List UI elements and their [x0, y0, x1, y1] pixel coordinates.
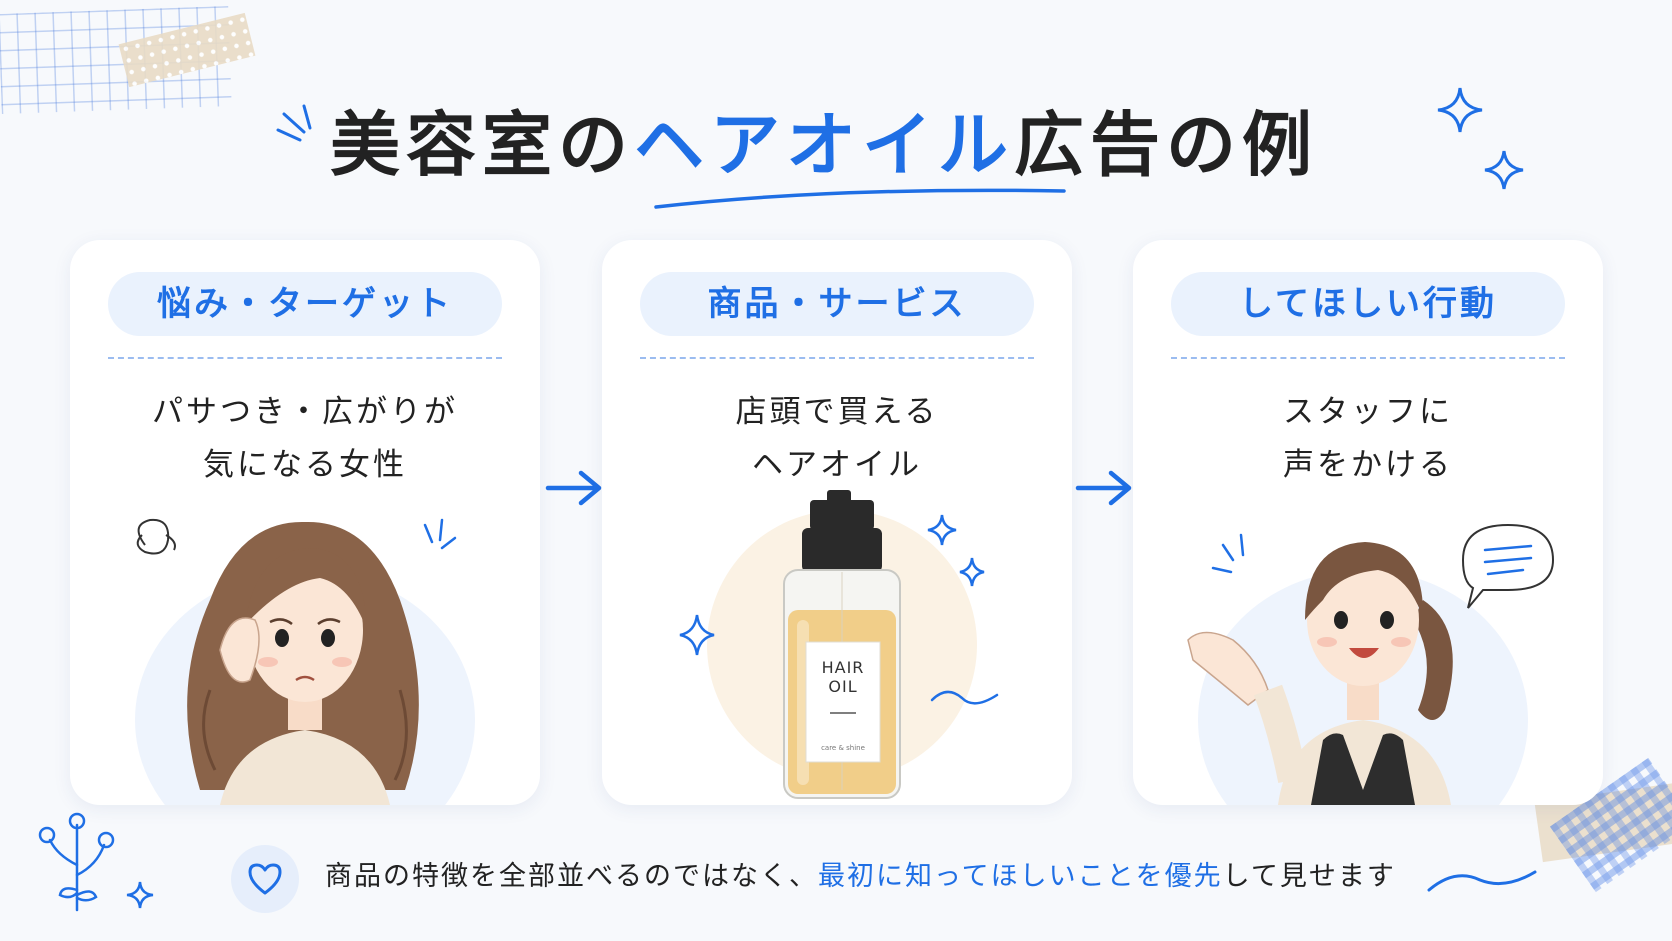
- salon-staff-illustration: [1187, 523, 1555, 805]
- bottom-message: 商品の特徴を全部並べるのではなく、最初に知ってほしいことを優先して見せます: [325, 855, 1396, 899]
- flower-doodle-icon: [38, 812, 115, 912]
- message-text-end: して見せます: [1222, 861, 1396, 892]
- card-divider: [108, 357, 502, 359]
- desc-line: パサつき・広がりが: [152, 394, 458, 430]
- bottle-label-line: OIL: [828, 677, 858, 696]
- arrow-right-icon: [1075, 470, 1132, 506]
- desc-line: 声をかける: [1283, 447, 1453, 483]
- card-description: 店頭で買える ヘアオイル: [602, 386, 1072, 492]
- card-description: パサつき・広がりが 気になる女性: [70, 386, 540, 492]
- heart-badge: [231, 845, 299, 913]
- desc-line: 店頭で買える: [735, 394, 939, 430]
- sparkle-icon: [1437, 87, 1483, 133]
- desc-line: 気になる女性: [203, 447, 407, 483]
- hair-oil-bottle-graphic: [679, 490, 999, 799]
- card-heading: 商品・サービス: [640, 272, 1034, 336]
- title-area: 美容室のヘアオイル広告の例: [330, 95, 1430, 209]
- sparkle-icon: [1484, 150, 1524, 190]
- hair-oil-bottle-illustration: HAIR OIL care & shine: [602, 490, 1072, 805]
- title-accent: ヘアオイル: [634, 104, 1014, 186]
- bottle-label-line: HAIR: [821, 658, 865, 677]
- card-divider: [1171, 357, 1565, 359]
- page-title: 美容室のヘアオイル広告の例: [330, 95, 1430, 195]
- arrow-right-icon: [545, 470, 602, 506]
- card-product: 商品・サービス 店頭で買える ヘアオイル: [602, 240, 1072, 805]
- desc-line: ヘアオイル: [752, 447, 922, 483]
- worried-woman-illustration: [135, 518, 475, 805]
- title-part2: 広告の例: [1014, 104, 1318, 186]
- card-heading: してほしい行動: [1171, 272, 1565, 336]
- message-text: 商品の特徴を全部並べるのではなく、: [325, 861, 818, 892]
- heart-icon: [248, 863, 282, 895]
- card-description: スタッフに 声をかける: [1133, 386, 1603, 492]
- title-underline: [654, 188, 1066, 209]
- title-part1: 美容室の: [330, 104, 634, 186]
- sparkle-icon: [126, 881, 154, 909]
- squiggle-decoration: [1427, 870, 1537, 892]
- bottle-small-text: care & shine: [821, 744, 865, 752]
- card-target: 悩み・ターゲット パサつき・広がりが 気になる女性: [70, 240, 540, 805]
- card-action: してほしい行動 スタッフに 声をかける: [1133, 240, 1603, 805]
- card-heading: 悩み・ターゲット: [108, 272, 502, 336]
- card-divider: [640, 357, 1034, 359]
- burst-lines-icon: [276, 104, 312, 142]
- message-highlight: 最初に知ってほしいことを優先: [818, 861, 1223, 892]
- bottle-label: HAIR OIL: [806, 658, 880, 696]
- desc-line: スタッフに: [1283, 394, 1453, 430]
